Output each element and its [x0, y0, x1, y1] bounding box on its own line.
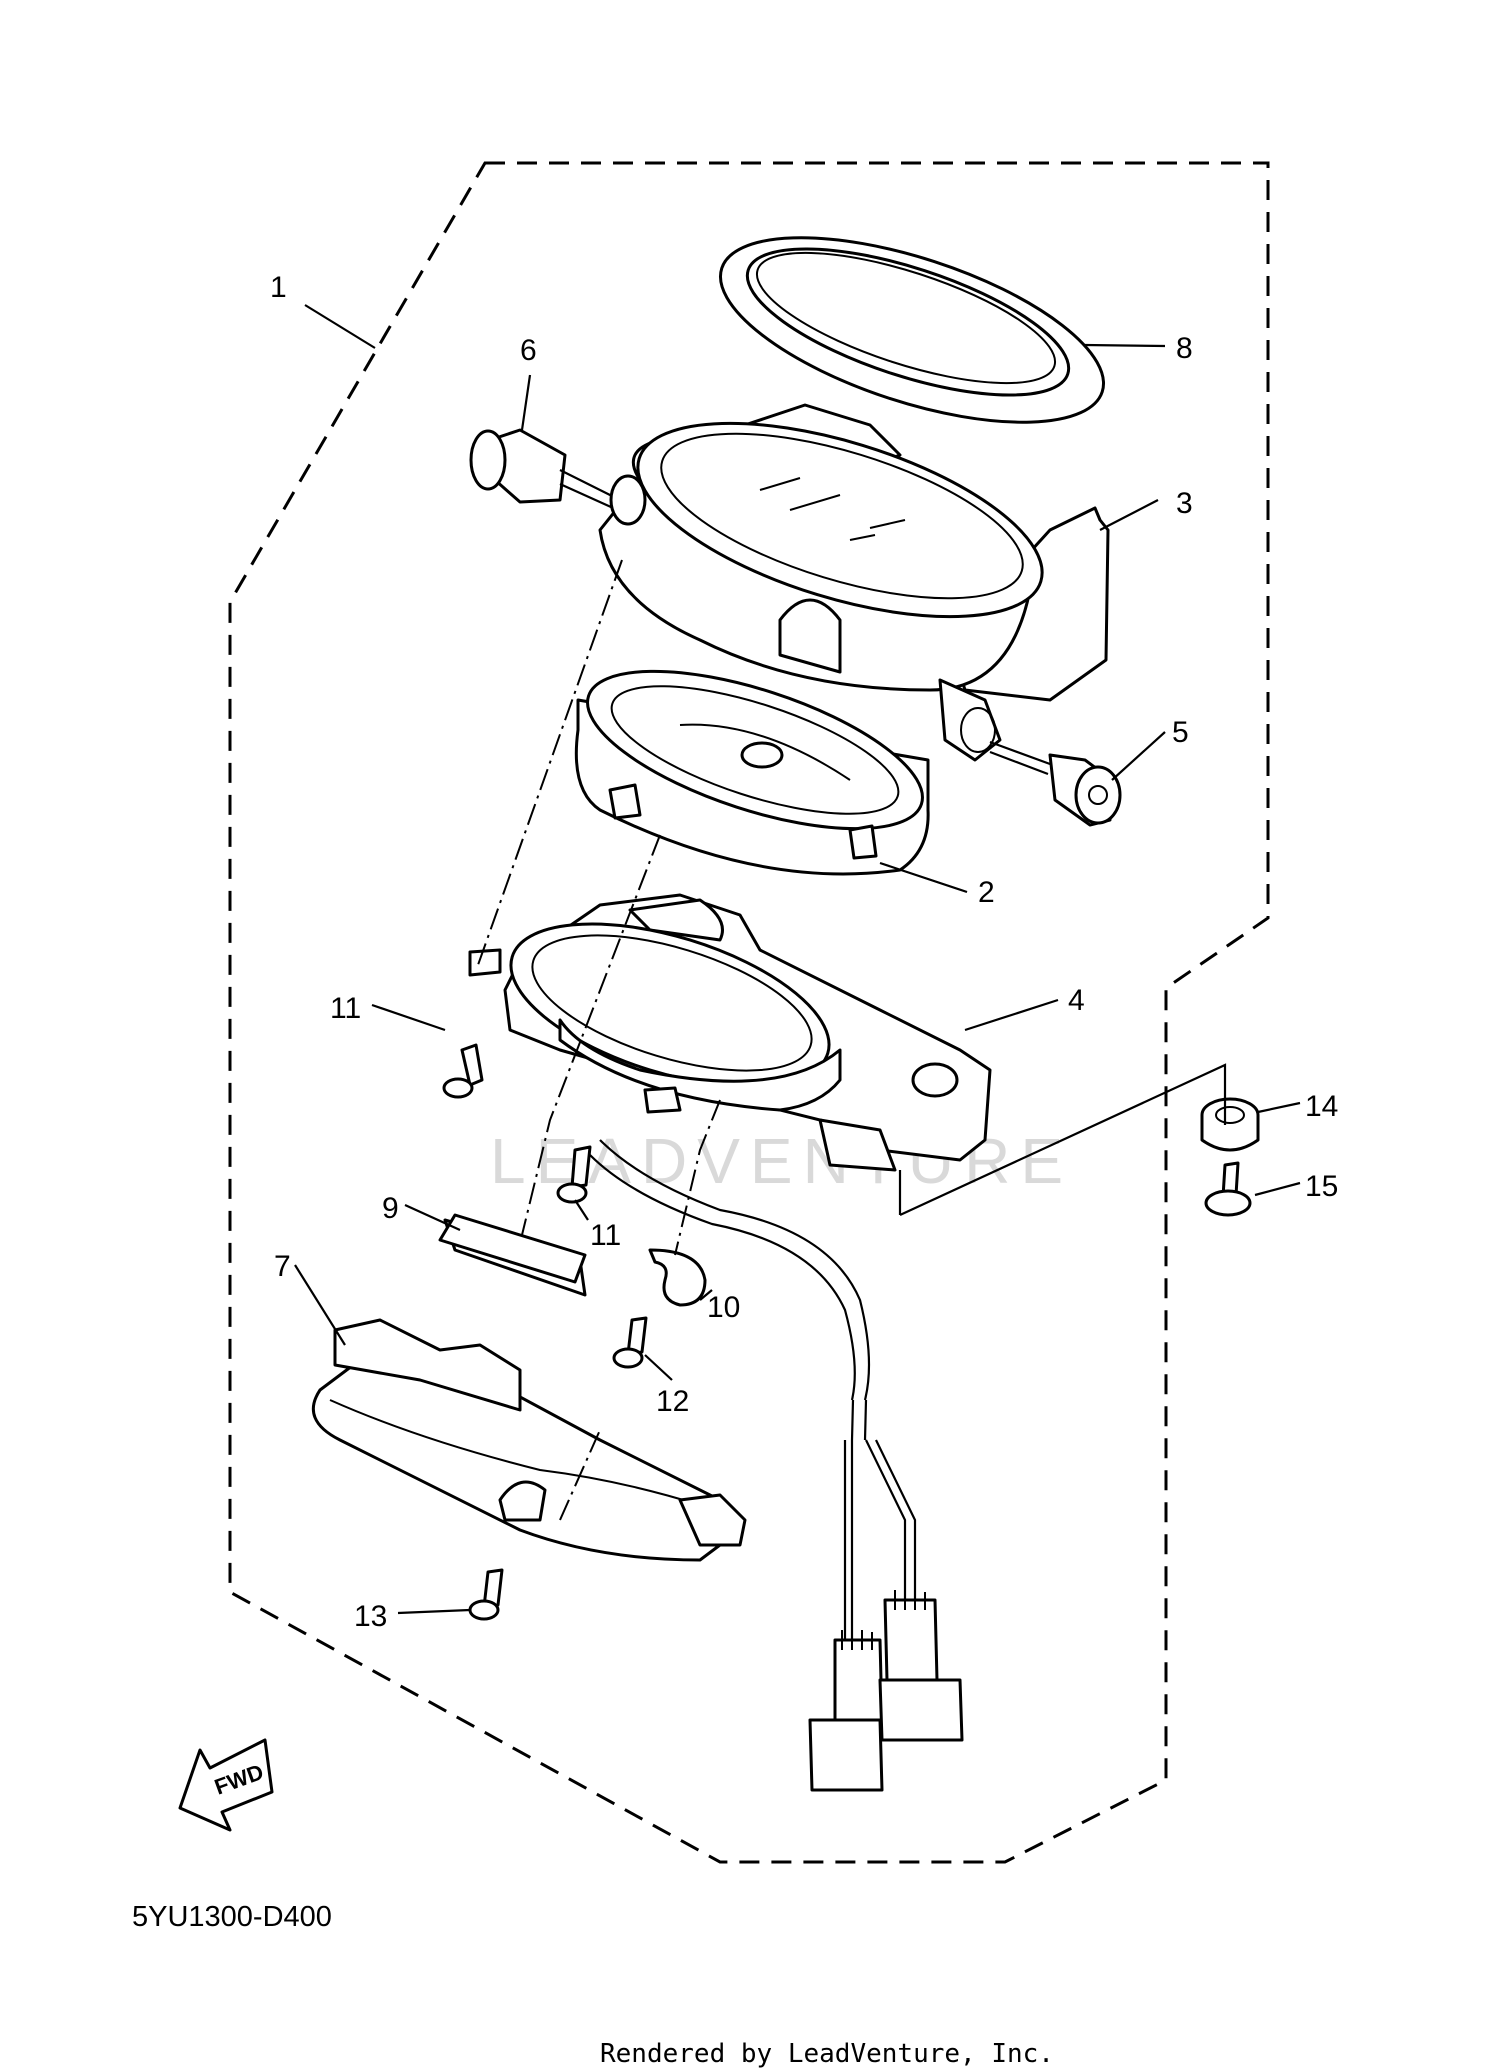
- assembly-axis-line: [521, 834, 661, 1236]
- assembly-axis-line: [674, 1099, 721, 1256]
- callout-15: 15: [1305, 1170, 1338, 1203]
- callout-4: 4: [1068, 984, 1085, 1017]
- callout-13: 13: [354, 1600, 387, 1633]
- pad: [438, 1213, 587, 1297]
- screw-12: [612, 1316, 648, 1369]
- callout-9: 9: [382, 1192, 399, 1225]
- callout-6: 6: [520, 334, 537, 367]
- callout-8: 8: [1176, 332, 1193, 365]
- callout-11a: 11: [330, 992, 361, 1025]
- bezel-ring: [718, 236, 1106, 424]
- rendered-by-footer: Rendered by LeadVenture, Inc.: [600, 2039, 1054, 2069]
- assembly-boundary: [228, 161, 1270, 1864]
- screw-11a: [442, 1043, 484, 1099]
- callout-10: 10: [707, 1291, 740, 1324]
- diagram-code: 5YU1300-D400: [132, 1901, 332, 1933]
- callout-7: 7: [274, 1250, 291, 1283]
- bulb-socket-right: [938, 678, 1122, 827]
- meter-case: [598, 403, 1110, 702]
- grommet-14: [1200, 1097, 1260, 1152]
- meter-bracket: [468, 893, 992, 1172]
- callout-12: 12: [656, 1385, 689, 1418]
- callout-1: 1: [270, 271, 287, 304]
- assembly-axis-line: [477, 559, 623, 966]
- callout-14: 14: [1305, 1090, 1338, 1123]
- bulb-socket-left: [469, 428, 647, 526]
- callout-5: 5: [1172, 716, 1189, 749]
- meter-cover: [311, 1318, 747, 1562]
- callout-2: 2: [978, 876, 995, 909]
- leader-lines: [294, 304, 1301, 1615]
- screw-11b: [556, 1145, 592, 1204]
- callout-11b: 11: [590, 1219, 621, 1252]
- assembly-axis-line: [559, 1429, 601, 1521]
- clamp: [648, 1248, 707, 1307]
- wiring-harness: [589, 1139, 964, 1792]
- fwd-arrow-icon: FWD: [178, 1738, 274, 1832]
- screw-15: [1204, 1161, 1252, 1217]
- meter-assembly: [574, 669, 930, 876]
- callout-3: 3: [1176, 487, 1193, 520]
- grommet-connector-line: [898, 1063, 1227, 1216]
- screw-13: [468, 1568, 504, 1621]
